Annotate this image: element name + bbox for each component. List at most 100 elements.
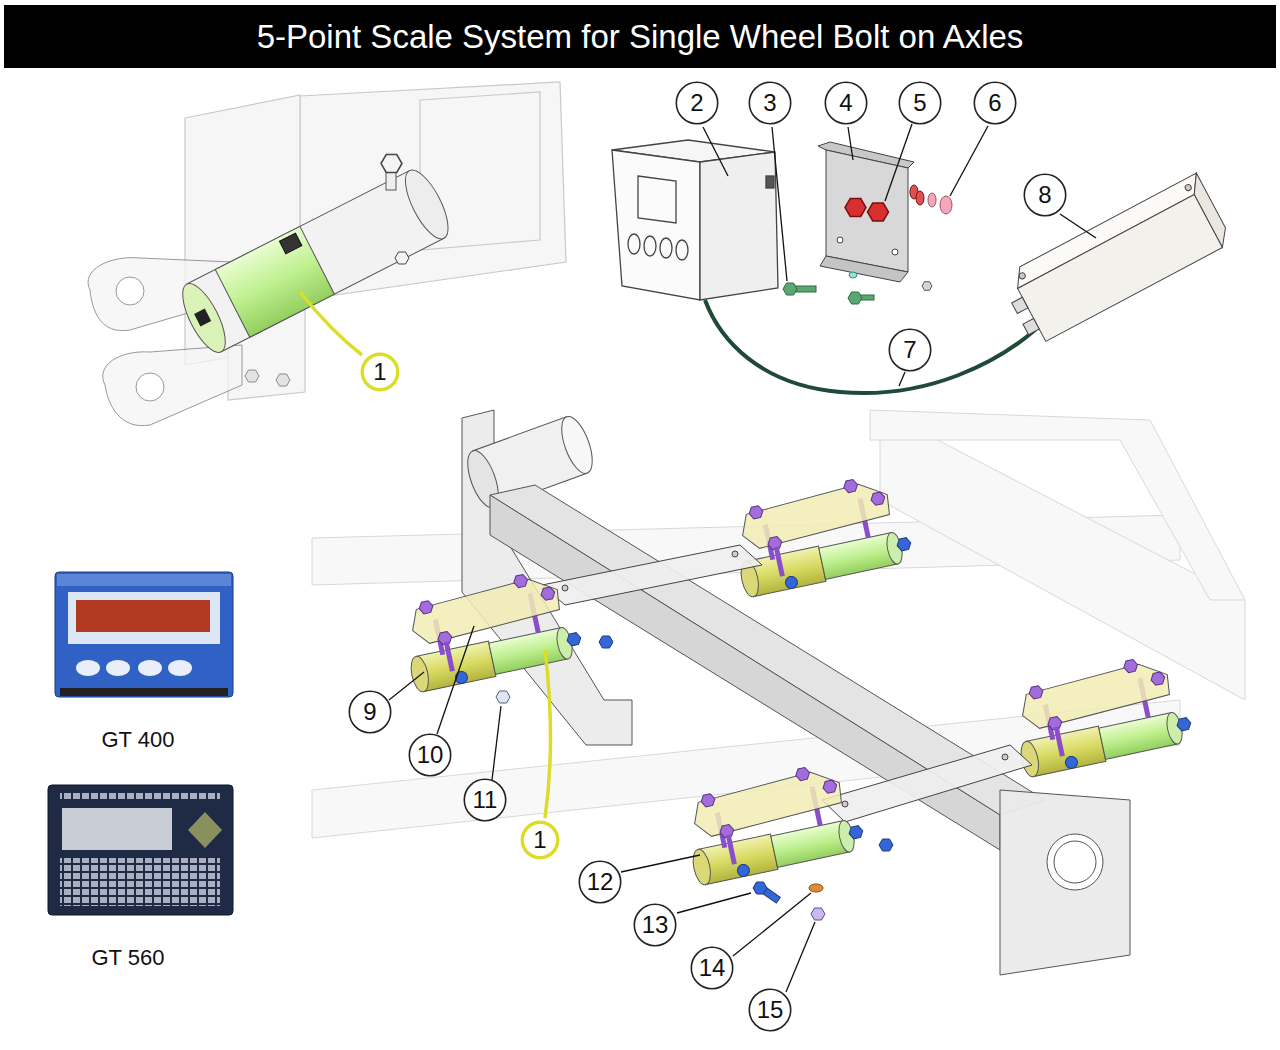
callout-circle: 12 bbox=[578, 860, 622, 904]
hitch-bolt bbox=[381, 155, 402, 173]
mount-plate bbox=[542, 545, 762, 605]
hitch-bolt bbox=[395, 252, 409, 264]
callout-circle: 15 bbox=[748, 988, 792, 1032]
pink-washer bbox=[928, 193, 952, 214]
callout-ring bbox=[634, 904, 675, 945]
callout-ring bbox=[676, 82, 717, 123]
blue-nut bbox=[599, 636, 613, 648]
mount-plate bbox=[822, 745, 1032, 822]
indicator-box bbox=[700, 152, 778, 300]
indicator-cable bbox=[705, 300, 1035, 393]
callout-circle: 3 bbox=[748, 81, 792, 125]
hitch-load-cell bbox=[279, 233, 301, 254]
callout-number: 12 bbox=[587, 870, 614, 894]
callout-number: 6 bbox=[988, 91, 1001, 115]
indicator-box bbox=[628, 234, 640, 254]
callout-circle: 11 bbox=[463, 778, 507, 822]
callout-number: 9 bbox=[363, 700, 376, 724]
leader-lines bbox=[1060, 214, 1096, 238]
gt400-indicator bbox=[76, 600, 210, 632]
load-cell bbox=[396, 565, 585, 693]
callout-circle: 8 bbox=[1023, 173, 1067, 217]
axle-frame bbox=[1054, 841, 1096, 883]
callout-ring bbox=[464, 779, 505, 820]
mount-plate bbox=[562, 585, 568, 591]
axle-frame bbox=[1047, 834, 1103, 890]
junction-box bbox=[999, 173, 1233, 347]
hitch-load-cell bbox=[174, 278, 233, 358]
callout-ring bbox=[899, 82, 940, 123]
callout-circle: 2 bbox=[675, 81, 719, 125]
callout-ring bbox=[749, 82, 790, 123]
hitch-load-cell bbox=[194, 309, 211, 327]
junction-box bbox=[1023, 318, 1039, 334]
mount-plate bbox=[732, 551, 738, 557]
hitch-clevis bbox=[245, 370, 259, 382]
gt400-indicator bbox=[138, 660, 162, 676]
indicator-kit bbox=[612, 124, 1233, 393]
mount-screw bbox=[783, 283, 816, 295]
leader-lines bbox=[389, 626, 815, 992]
callout-number: 13 bbox=[642, 913, 669, 937]
callout-ring bbox=[974, 82, 1015, 123]
gt560-indicator bbox=[62, 808, 172, 850]
leader-lines bbox=[950, 126, 988, 196]
callout-circle: 9 bbox=[348, 690, 392, 734]
callout-circle: 1 bbox=[520, 820, 560, 860]
cell-bolt bbox=[753, 882, 767, 894]
leader-lines bbox=[786, 922, 815, 992]
callout-ring bbox=[362, 354, 398, 390]
callout-number: 1 bbox=[373, 360, 386, 384]
leader-lines bbox=[621, 855, 700, 872]
callout-circle: 13 bbox=[633, 903, 677, 947]
cell-bolt bbox=[753, 882, 780, 903]
callout-ring bbox=[691, 947, 732, 988]
callout-circle: 10 bbox=[408, 733, 452, 777]
callout-ring bbox=[749, 989, 790, 1030]
leader-lines bbox=[885, 124, 912, 201]
leader-lines bbox=[492, 706, 501, 780]
gt400-indicator bbox=[55, 572, 233, 697]
model-label: GT 400 bbox=[102, 728, 175, 752]
axle-frame bbox=[1000, 790, 1130, 975]
callout-number: 5 bbox=[913, 91, 926, 115]
hitch-clevis bbox=[116, 277, 144, 305]
gt400-indicator bbox=[106, 660, 130, 676]
hitch-load-cell bbox=[174, 164, 456, 358]
callout-circle: 4 bbox=[824, 81, 868, 125]
hitch-clevis bbox=[103, 345, 242, 426]
small-hardware bbox=[922, 282, 932, 291]
leader-line bbox=[545, 650, 551, 818]
lock-nut bbox=[496, 691, 510, 703]
callout-number: 3 bbox=[763, 91, 776, 115]
callout-number: 10 bbox=[417, 743, 444, 767]
red-nuts bbox=[868, 203, 889, 221]
callout-ring bbox=[349, 691, 390, 732]
leader-lines bbox=[703, 127, 728, 176]
load-cell bbox=[678, 758, 867, 886]
gt400-indicator bbox=[55, 572, 233, 697]
small-hardware bbox=[848, 292, 862, 304]
blue-nut bbox=[879, 839, 893, 851]
leader-line bbox=[300, 292, 362, 355]
callout-circle: 6 bbox=[973, 81, 1017, 125]
callout-number: 1 bbox=[533, 828, 546, 852]
mount-bracket bbox=[826, 150, 908, 272]
small-hardware bbox=[848, 272, 932, 304]
hitch-clevis bbox=[136, 373, 164, 401]
gt560-indicator bbox=[60, 858, 220, 906]
indicator-box bbox=[644, 236, 656, 256]
callout-number: 8 bbox=[1038, 183, 1051, 207]
callout-ring bbox=[579, 861, 620, 902]
washer bbox=[809, 884, 823, 892]
load-cell bbox=[1006, 650, 1195, 778]
callout-ring bbox=[522, 822, 558, 858]
junction-box bbox=[1012, 297, 1028, 313]
chassis-frame bbox=[312, 410, 1245, 838]
leader-lines bbox=[848, 127, 853, 160]
leader-lines bbox=[677, 893, 751, 913]
callout-number: 7 bbox=[903, 338, 916, 362]
load-cell bbox=[726, 470, 915, 598]
